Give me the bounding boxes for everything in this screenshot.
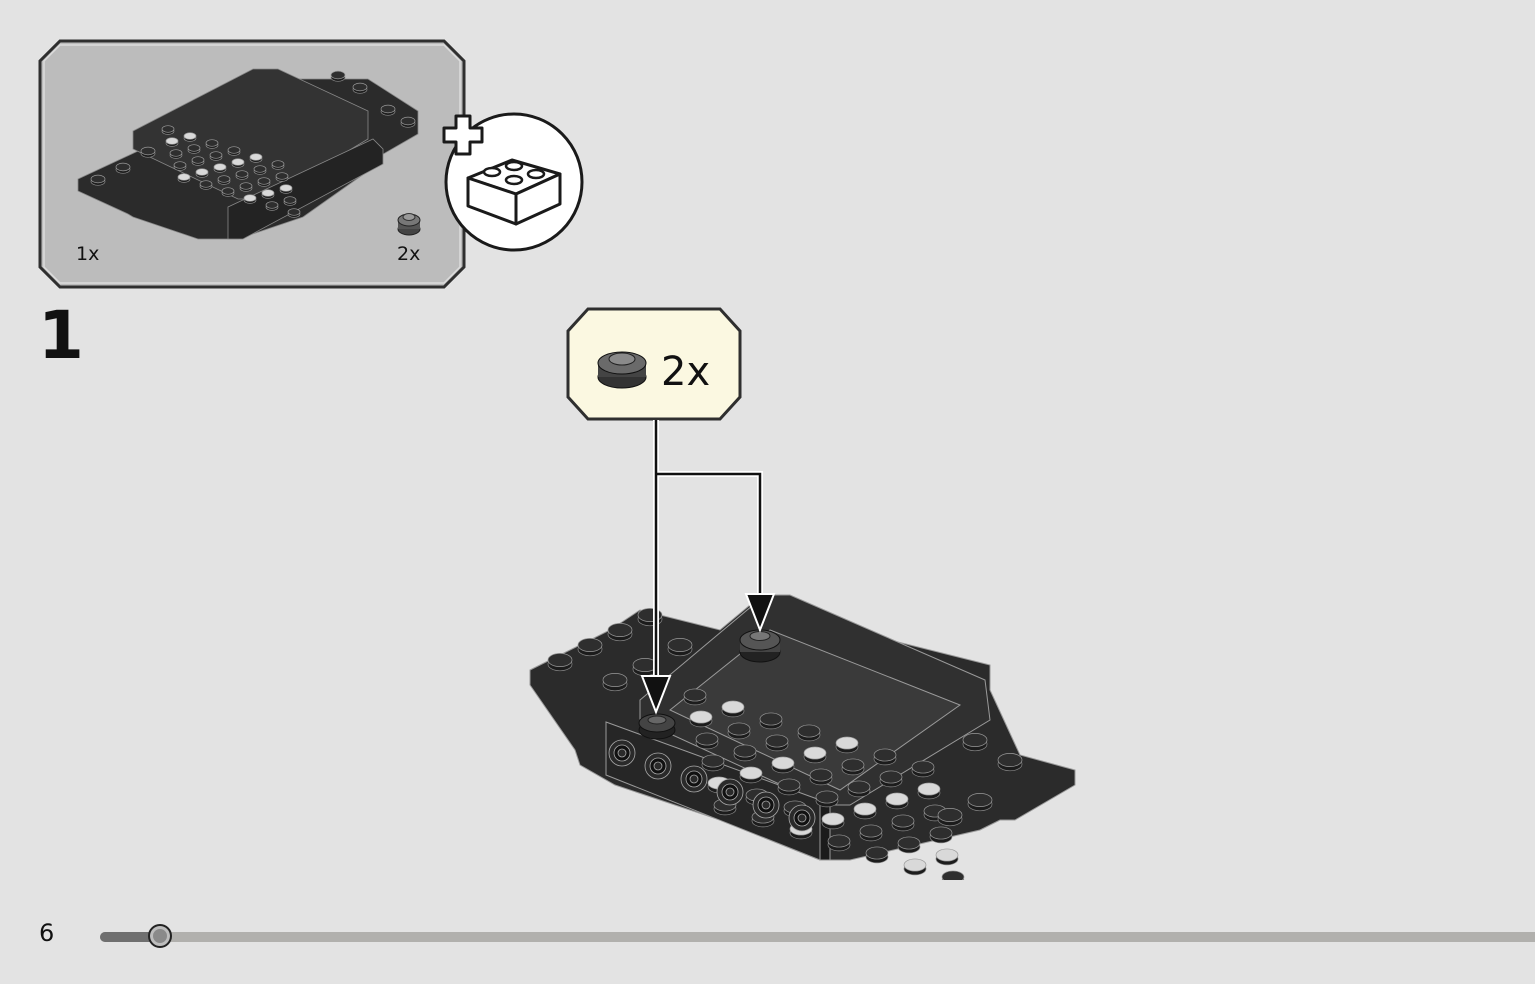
base-plate-studs [547,608,1023,880]
step-number: 1 [38,297,84,374]
placed-round-plate [739,629,781,663]
sub-step-quantity: 2x [661,349,711,395]
base-plate-studs [90,70,416,218]
sub-step-callout [566,307,742,421]
placed-round-plate [638,713,676,740]
round-plate-1x1-icon [597,351,647,389]
progress-bar [100,924,1535,948]
vehicle-base-model [520,570,1090,880]
technic-beam-holes [608,739,816,832]
parts-list-callout [38,39,466,289]
duplo-brick-plus-icon [440,108,588,256]
round-plate-quantity: 2x [397,243,421,265]
progress-marker [148,924,172,948]
vehicle-base-plate-image [77,68,419,240]
page-number: 6 [39,919,55,947]
progress-bar-fill [100,932,160,942]
base-plate-quantity: 1x [76,243,100,265]
round-plate-image [397,213,421,236]
